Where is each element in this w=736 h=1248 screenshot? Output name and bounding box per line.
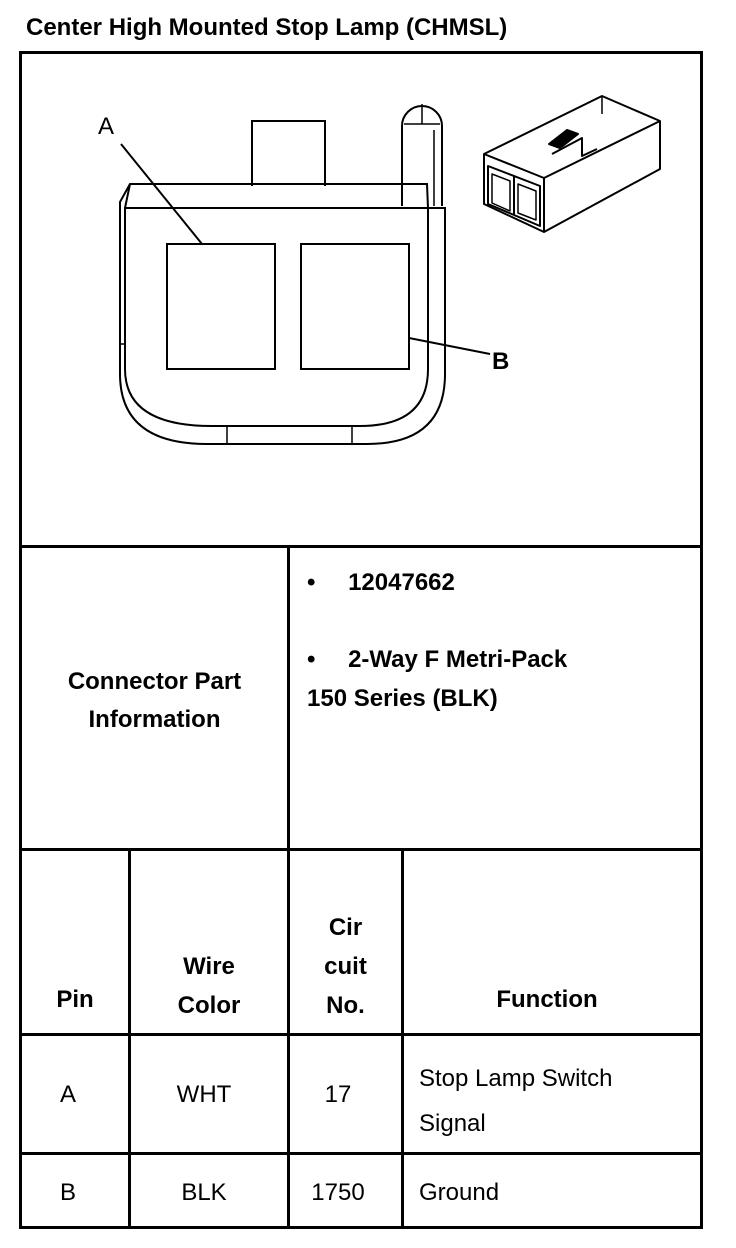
connector-info-label-line2: Information <box>88 706 221 733</box>
bullet-icon: • <box>307 569 316 596</box>
connector-table-frame <box>19 51 703 1229</box>
divider-info-column <box>287 545 290 1229</box>
header-circuit-line2: cuit <box>324 953 367 980</box>
description-line1: 2-Way F Metri-Pack <box>348 646 568 673</box>
row-a-pin: A <box>59 1081 76 1108</box>
connector-latch-tab <box>251 120 326 186</box>
row-b-pin: B <box>59 1179 76 1206</box>
header-wire-color: Wire Color <box>131 947 287 1025</box>
header-wire-color-line2: Color <box>177 992 241 1019</box>
leader-line-b <box>408 337 491 355</box>
row-a-wire-color: WHT <box>176 1081 232 1108</box>
connector-info-label: Connector Part Information <box>22 663 287 739</box>
bullet-description: • 2-Way F Metri-Pack <box>307 646 567 674</box>
header-circuit-line1: Cir <box>328 914 363 941</box>
row-a-function-line1: Stop Lamp Switch <box>419 1065 613 1092</box>
divider-pin-column <box>128 848 131 1229</box>
header-circuit-line3: No. <box>326 992 365 1019</box>
row-b-wire-color: BLK <box>181 1179 227 1206</box>
label-b: B <box>492 348 509 375</box>
header-wire-color-line1: Wire <box>183 953 235 980</box>
row-a-function: Stop Lamp Switch Signal <box>419 1056 612 1146</box>
connector-housing-outer <box>119 183 446 445</box>
divider-circuit-column <box>401 848 404 1229</box>
divider-row-a <box>19 1152 703 1155</box>
cavity-a <box>166 243 276 370</box>
leader-line-a <box>120 143 203 245</box>
connector-housing-inner <box>124 207 429 427</box>
row-b-function: Ground <box>419 1179 500 1206</box>
header-circuit: Cir cuit No. <box>290 908 401 1025</box>
header-function: Function <box>496 986 598 1013</box>
connector-isometric-icon <box>483 95 661 233</box>
connector-diagram: A B <box>98 95 661 445</box>
description-line2: 150 Series (BLK) <box>307 685 498 712</box>
row-a-circuit: 17 <box>324 1081 352 1108</box>
connector-info-label-line1: Connector Part <box>67 668 242 695</box>
row-b-circuit: 1750 <box>311 1179 365 1206</box>
cavity-b <box>300 243 410 370</box>
header-pin: Pin <box>56 986 94 1013</box>
divider-diagram <box>19 545 703 548</box>
divider-info <box>19 848 703 851</box>
page-title: Center High Mounted Stop Lamp (CHMSL) <box>26 14 508 41</box>
row-a-function-line2: Signal <box>419 1110 486 1137</box>
bullet-icon: • <box>307 646 316 673</box>
part-number: 12047662 <box>348 569 455 596</box>
bullet-part-number: • 12047662 <box>307 569 455 597</box>
label-a: A <box>98 113 114 140</box>
divider-header <box>19 1033 703 1036</box>
